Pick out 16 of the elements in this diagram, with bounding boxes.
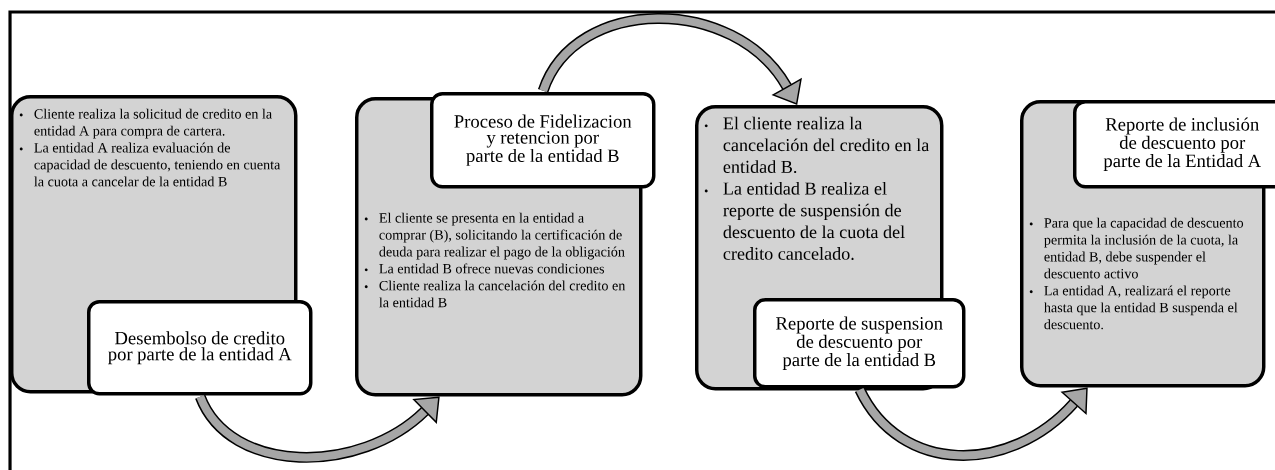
title-box: Reporte de inclusión de descuento por parte de la Entidad A — [1073, 100, 1275, 189]
bullet-item: La entidad A, realizará el reporte hasta que la entidad B suspenda el descuento. — [1029, 285, 1238, 330]
bullet-item: Cliente realiza la solicitud de credito en la entidad A para compra de cartera. — [19, 108, 272, 139]
bullet-item: La entidad B realiza el reporte de suspensión de descuento de la cuota del credito cancelado. — [704, 181, 905, 260]
title-box: Reporte de suspension de descuento por parte de la entidad B — [753, 298, 966, 389]
curved-arrow — [538, 13, 802, 105]
title-box: Proceso de Fidelizacion y retencion por parte de la entidad B — [430, 92, 656, 189]
bullet-item: El cliente realiza la cancelación del credito en la entidad B. — [704, 116, 930, 174]
curved-arrow — [855, 386, 1088, 461]
bullet-item: El cliente se presenta en la entidad a comprar (B), solicitando la certificación de deuda para realizar el pago de la obligación — [364, 212, 625, 260]
title-box: Desembolso de credito por parte de la entidad A — [87, 300, 313, 396]
bullet-item: La entidad A realiza evaluación de capacidad de descuento, teniendo en cuenta la cuota a cancelar de la entidad B — [19, 142, 281, 187]
bullet-item: Para que la capacidad de descuento permita la inclusión de la cuota, la entidad B, debe suspender el descuento activo — [1029, 217, 1244, 279]
curved-arrow — [195, 394, 440, 463]
bullet-item: La entidad B ofrece nuevas condiciones — [364, 263, 605, 274]
bullet-item: Cliente realiza la cancelación del credito en la entidad B — [364, 280, 626, 308]
